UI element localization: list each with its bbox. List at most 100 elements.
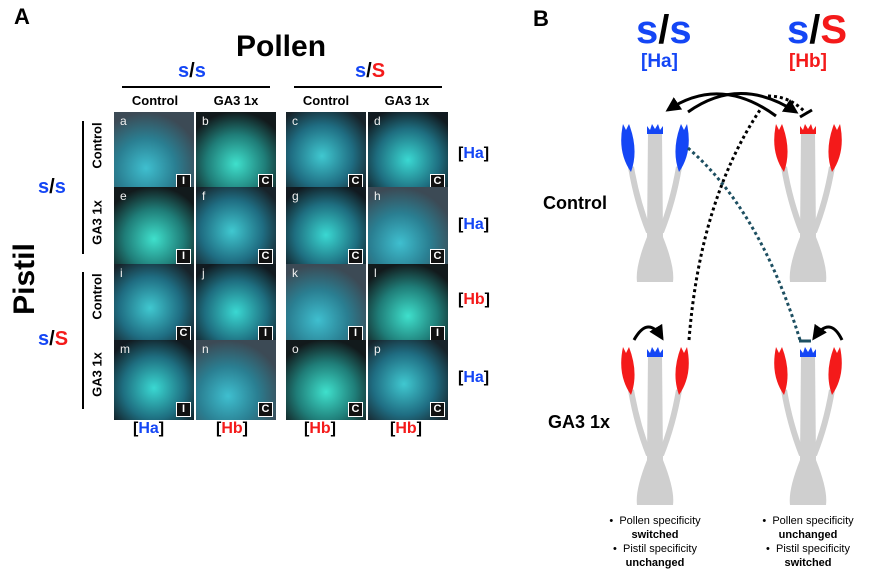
pollen-group-divider bbox=[122, 86, 270, 88]
filament bbox=[628, 166, 652, 234]
allele-separator: / bbox=[366, 60, 372, 82]
allele-2: S bbox=[371, 60, 386, 82]
panel-b-letter: B bbox=[533, 6, 549, 31]
inhibition-bar bbox=[799, 108, 813, 119]
stigma bbox=[800, 124, 816, 134]
pollen-group-divider bbox=[294, 86, 442, 88]
genotype-ss-title: s/s bbox=[636, 8, 692, 53]
allele-separator: / bbox=[809, 8, 821, 52]
column-header: Control bbox=[302, 93, 350, 108]
allele-1: s bbox=[38, 176, 50, 198]
pistil-genotype-ss: s/s bbox=[38, 176, 66, 199]
allele-1: s bbox=[355, 60, 367, 82]
style-body bbox=[636, 132, 674, 282]
arrow-sS-to-ss bbox=[665, 92, 777, 118]
micrograph-letter: m bbox=[120, 342, 130, 356]
allele-2: s bbox=[669, 8, 692, 52]
arrow-ss-to-sS bbox=[687, 92, 799, 114]
anther bbox=[774, 347, 788, 395]
filament bbox=[781, 166, 805, 234]
compatibility-badge: I bbox=[176, 402, 191, 417]
micrograph-letter: l bbox=[374, 266, 377, 280]
compatibility-badge: C bbox=[348, 174, 363, 189]
micrograph-letter: e bbox=[120, 189, 127, 203]
filament bbox=[811, 389, 835, 457]
row-label-control: Control bbox=[543, 193, 607, 213]
allele-1: s bbox=[178, 60, 190, 82]
anther bbox=[828, 347, 842, 395]
micrograph-letter: f bbox=[202, 189, 206, 203]
allele-1: s bbox=[636, 8, 659, 52]
haplotype-hb: [Hb] bbox=[789, 51, 827, 72]
pistil-group-divider bbox=[82, 121, 84, 254]
compatibility-badge: C bbox=[258, 249, 273, 264]
style-body bbox=[789, 132, 827, 282]
flower-sS-control bbox=[774, 124, 842, 282]
stigma bbox=[800, 347, 816, 357]
allele-separator: / bbox=[658, 8, 670, 52]
pollen-title: Pollen bbox=[236, 30, 327, 63]
micrograph-letter: g bbox=[292, 189, 299, 203]
anther bbox=[621, 347, 635, 395]
micrograph-letter: i bbox=[120, 266, 123, 280]
compatibility-badge: I bbox=[176, 249, 191, 264]
micrograph-letter: c bbox=[292, 114, 298, 128]
row-specificity-label: [Ha] bbox=[458, 145, 490, 162]
compatibility-badge: C bbox=[348, 249, 363, 264]
style-body bbox=[636, 355, 674, 505]
filament bbox=[628, 389, 652, 457]
allele-separator: / bbox=[49, 328, 55, 350]
anther bbox=[828, 124, 842, 172]
dotted-teal-line bbox=[687, 146, 802, 341]
column-specificity-label: [Hb] bbox=[216, 420, 248, 437]
anther bbox=[774, 124, 788, 172]
pistil-group-divider bbox=[82, 272, 84, 409]
column-specificity-label: [Ha] bbox=[133, 420, 165, 437]
stigma bbox=[647, 347, 663, 357]
self-arrow-ss-ga3 bbox=[632, 323, 664, 341]
micrograph-letter: a bbox=[120, 114, 127, 128]
note-left: • Pollen specificity switched • Pistil s… bbox=[609, 515, 701, 569]
anther bbox=[675, 347, 689, 395]
filament bbox=[811, 166, 835, 234]
allele-1: s bbox=[38, 328, 50, 350]
micrograph-letter: h bbox=[374, 189, 381, 203]
row-specificity-label: [Hb] bbox=[458, 291, 490, 308]
stigma bbox=[647, 124, 663, 134]
allele-2: s bbox=[54, 176, 66, 198]
micrograph-letter: n bbox=[202, 342, 209, 356]
allele-2: S bbox=[820, 8, 848, 52]
flower-ss-ga3 bbox=[621, 347, 689, 505]
row-specificity-label: [Ha] bbox=[458, 369, 490, 386]
genotype-sS-title: s/S bbox=[787, 8, 847, 53]
panel-a-letter: A bbox=[14, 4, 30, 29]
allele-separator: / bbox=[189, 60, 195, 82]
pollen-genotype-sS: s/S bbox=[355, 60, 385, 83]
anther bbox=[621, 124, 635, 172]
micrograph-letter: p bbox=[374, 342, 381, 356]
flower-sS-ga3 bbox=[774, 347, 842, 505]
dotted-curve-ga3-to-control bbox=[687, 109, 762, 341]
anther bbox=[675, 124, 689, 172]
allele-separator: / bbox=[49, 176, 55, 198]
filament bbox=[658, 389, 682, 457]
column-header: GA3 1x bbox=[384, 93, 430, 108]
column-specificity-label: [Hb] bbox=[390, 420, 422, 437]
note-right: • Pollen specificity unchanged • Pistil … bbox=[762, 515, 854, 569]
pollen-genotype-ss: s/s bbox=[178, 60, 206, 83]
